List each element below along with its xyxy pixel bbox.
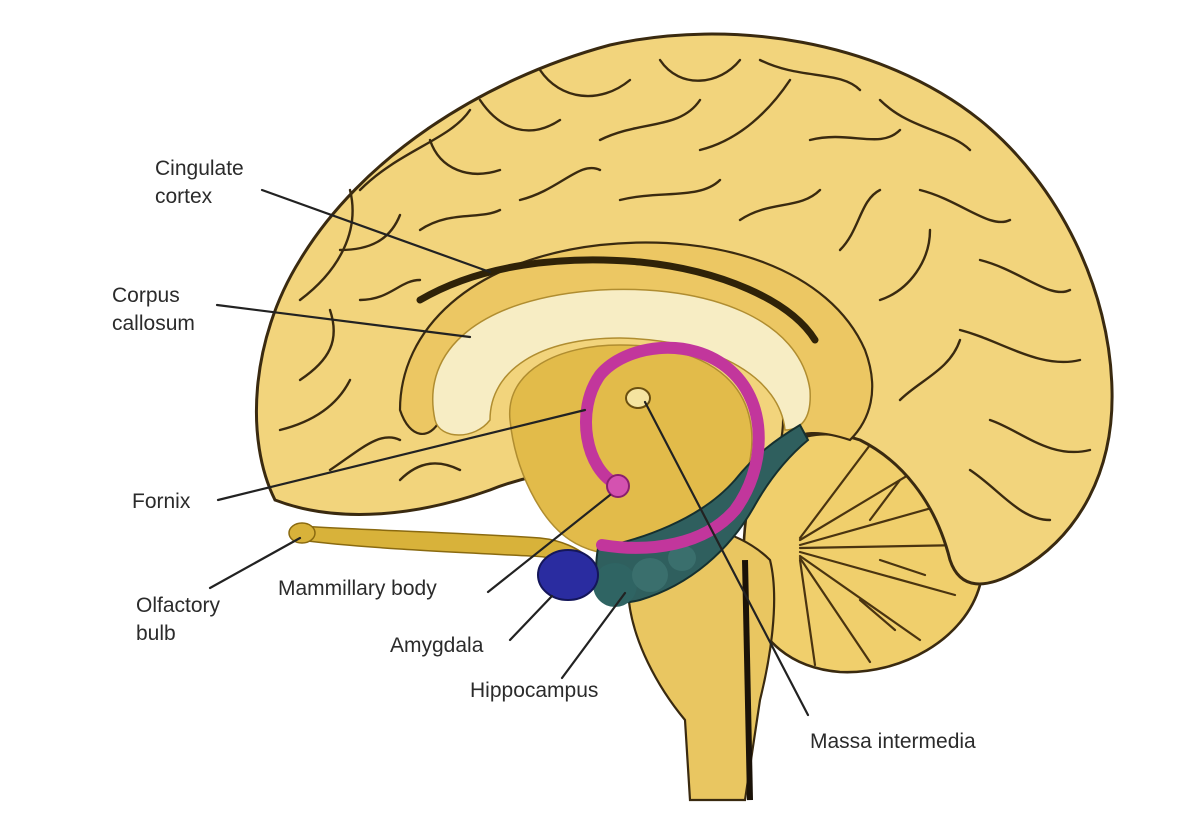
fornix bbox=[580, 341, 765, 554]
label-fornix: Fornix bbox=[132, 490, 191, 513]
label-olfactory-line1: Olfactory bbox=[136, 594, 221, 617]
massa-intermedia bbox=[625, 387, 651, 409]
leader-corpus bbox=[215, 303, 472, 339]
central-canal bbox=[742, 559, 753, 801]
leader-lines bbox=[208, 188, 810, 717]
label-mammillary: Mammillary body bbox=[278, 577, 437, 600]
label-corpus-line1: Corpus bbox=[112, 284, 180, 307]
cortical-sulci bbox=[278, 58, 1092, 522]
arbor-vitae bbox=[798, 443, 967, 667]
amygdala bbox=[537, 549, 599, 601]
leader-cingulate bbox=[260, 188, 492, 274]
callosal-sulcus bbox=[416, 256, 819, 344]
corpus-callosum bbox=[432, 288, 811, 436]
mammillary-body bbox=[606, 474, 630, 498]
label-cingulate-line2: cortex bbox=[155, 185, 213, 208]
leader-olfactory bbox=[208, 536, 302, 590]
leader-amygdala bbox=[508, 594, 554, 642]
label-cingulate-line1: Cingulate bbox=[155, 157, 244, 180]
label-amygdala: Amygdala bbox=[390, 634, 484, 657]
leader-mammillary bbox=[486, 493, 612, 594]
leader-hippocampus bbox=[560, 591, 627, 680]
leader-fornix bbox=[216, 408, 587, 502]
label-olfactory-line2: bulb bbox=[136, 622, 176, 645]
label-corpus-line2: callosum bbox=[112, 312, 195, 335]
label-hippocampus: Hippocampus bbox=[470, 679, 598, 702]
label-massa: Massa intermedia bbox=[810, 730, 976, 753]
leader-massa bbox=[643, 400, 810, 717]
